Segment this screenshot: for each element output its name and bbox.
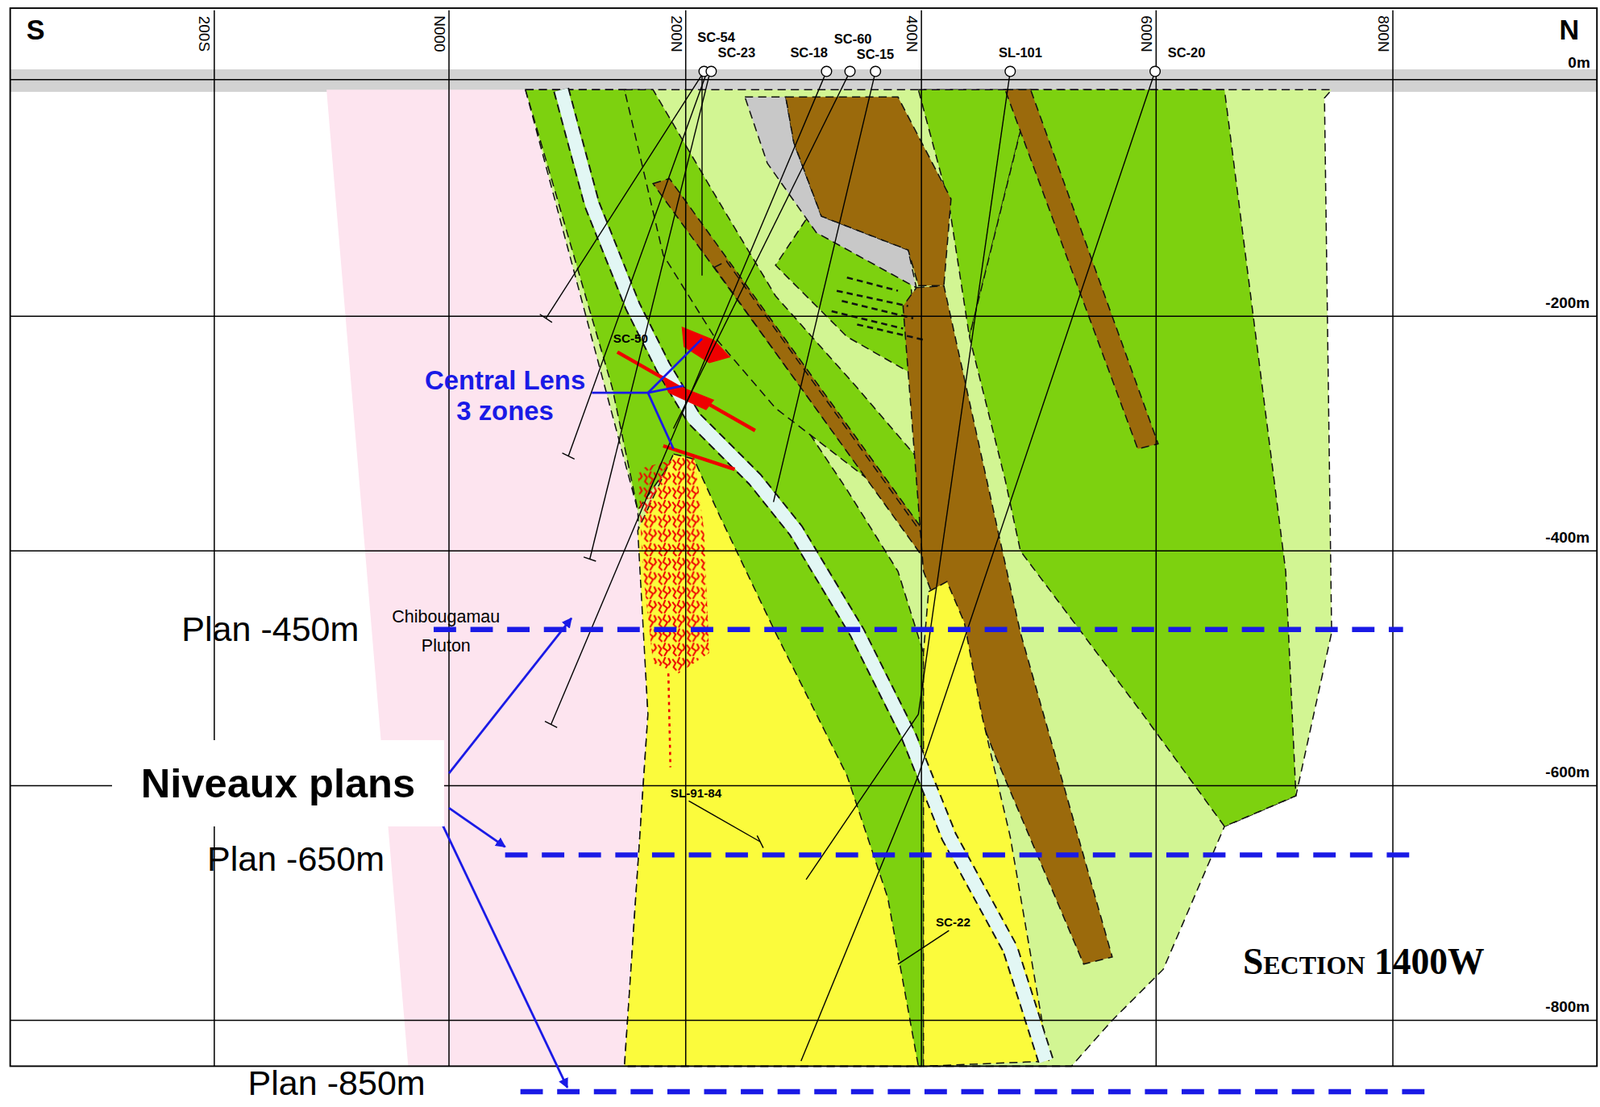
- depth-label: -400m: [1545, 528, 1590, 547]
- drillhole-label: SL-91-84: [670, 785, 722, 800]
- drillhole-label: SC-23: [718, 45, 757, 61]
- drillhole-label: SC-50: [613, 331, 649, 345]
- compass-letter: S: [26, 14, 46, 46]
- grid-coordinate: 200S: [195, 16, 213, 52]
- depth-label: -200m: [1545, 294, 1590, 312]
- drillhole-label: SC-18: [789, 45, 828, 61]
- drillhole-label: SC-54: [697, 29, 736, 46]
- callout-text: Central Lens 3 zones: [420, 365, 590, 427]
- grid-coordinate: N000: [430, 15, 449, 52]
- depth-label: -600m: [1545, 763, 1590, 782]
- section-title: Section 1400W: [1242, 940, 1485, 983]
- plan-level-label: Plan -650m: [207, 839, 385, 880]
- grid-coordinate: 400N: [902, 15, 921, 52]
- drillhole-label: SL-101: [998, 45, 1043, 61]
- grid-coordinate: 800N: [1374, 15, 1393, 52]
- grid-coordinate: 600N: [1137, 15, 1156, 52]
- grid-coordinate: 200N: [666, 15, 685, 52]
- depth-label: -800m: [1545, 997, 1590, 1016]
- drillhole-label: SC-20: [1167, 45, 1206, 61]
- callout-box: Niveaux plans: [112, 739, 444, 828]
- drillhole-label: SC-60: [834, 31, 873, 47]
- plan-level-label: Plan -850m: [248, 1063, 426, 1104]
- compass-letter: N: [1559, 14, 1580, 46]
- unit-label: Chibougamau Pluton: [382, 602, 510, 661]
- drillhole-label: SC-15: [856, 46, 895, 63]
- plan-level-label: Plan -450m: [181, 609, 359, 650]
- depth-label: 0m: [1567, 54, 1590, 72]
- drillhole-label: SC-22: [935, 914, 971, 929]
- callout-title: Niveaux plans: [141, 759, 416, 807]
